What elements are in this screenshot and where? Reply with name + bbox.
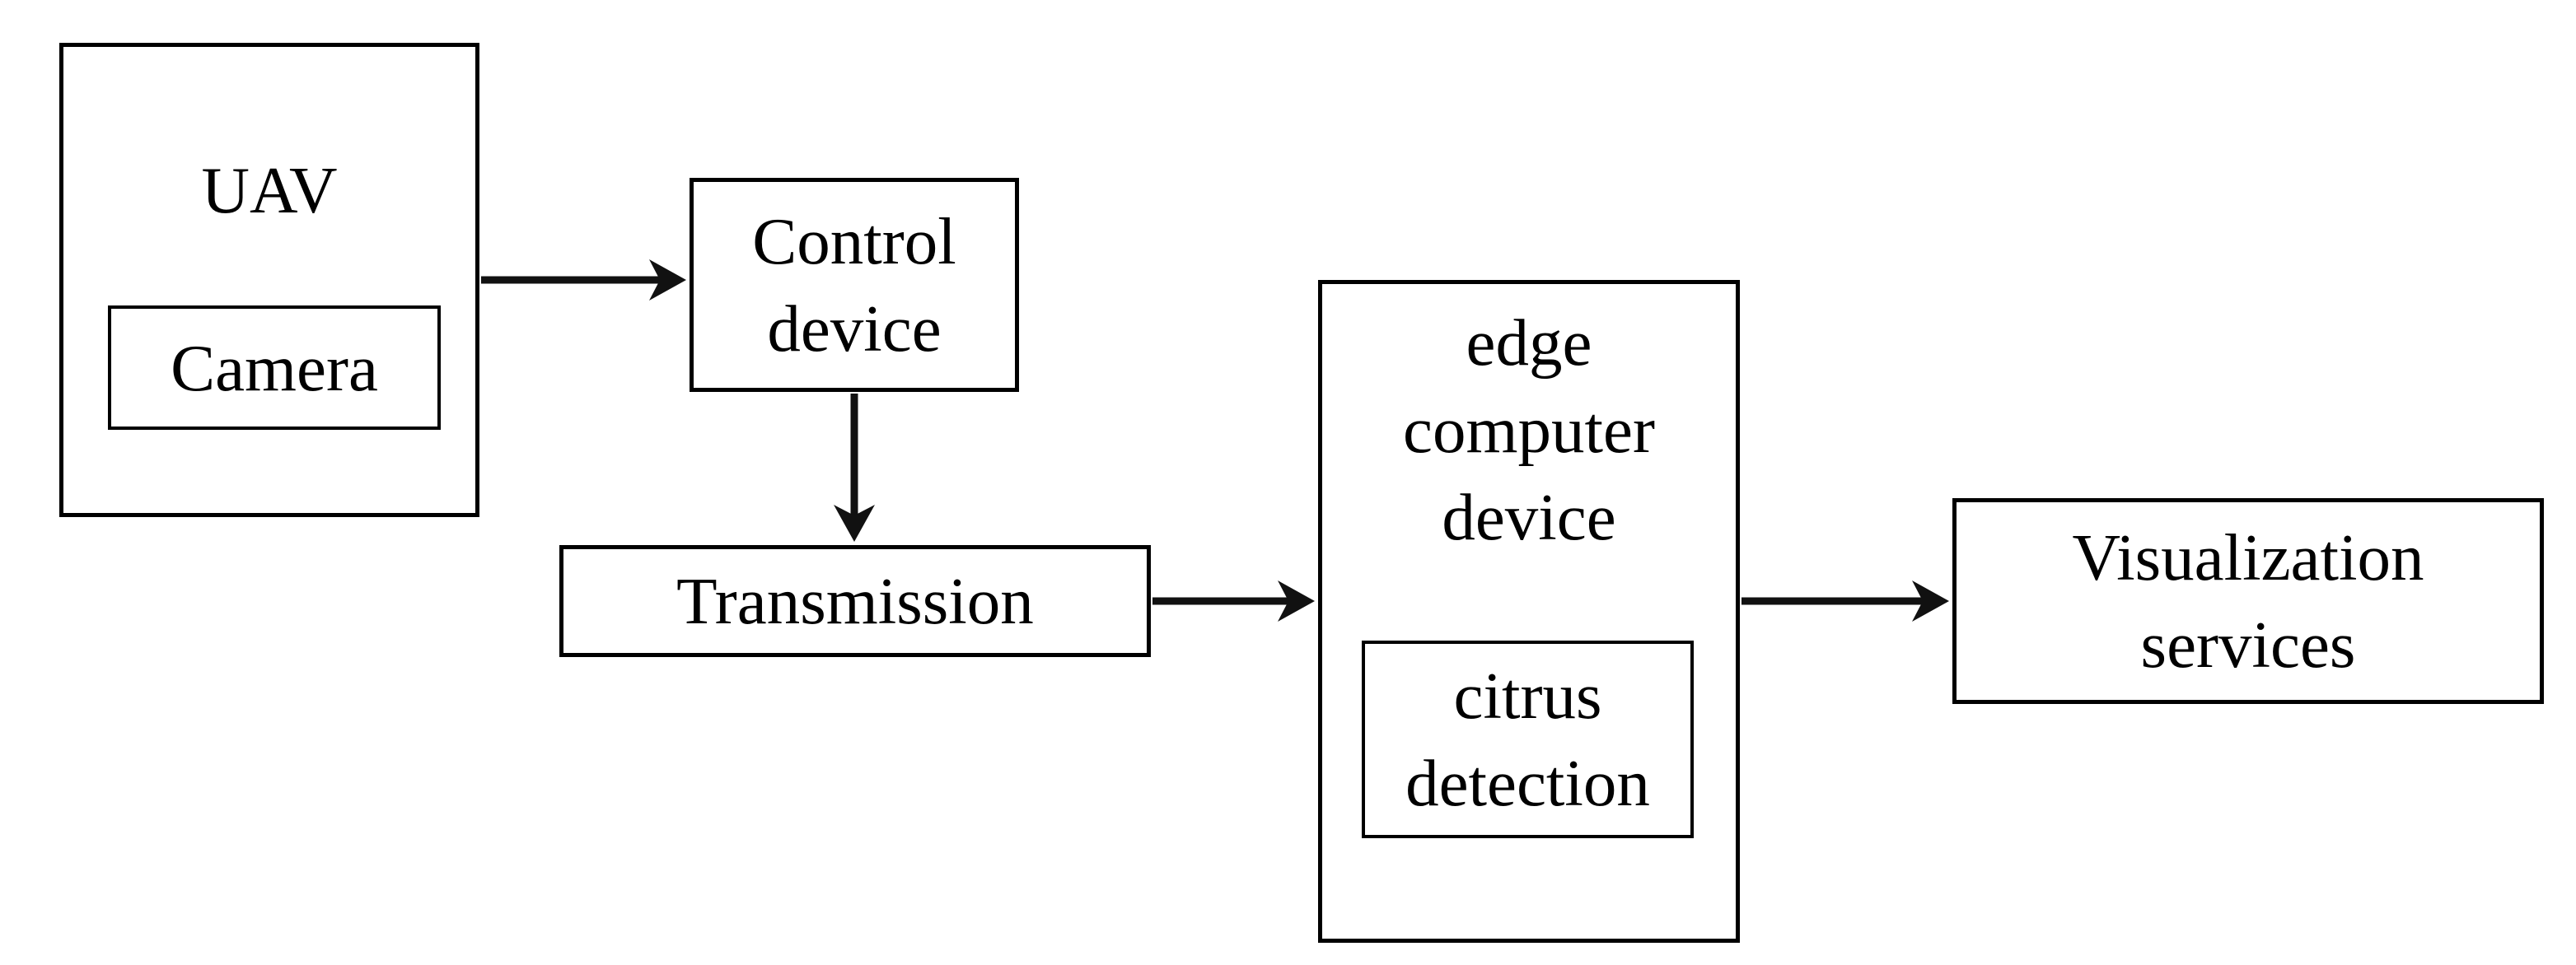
camera-label: Camera (171, 330, 378, 405)
uav-label: UAV (201, 153, 338, 227)
arrow-edge-computer-device-to-visualization-services (1741, 580, 1949, 622)
visualization-services-box: Visualization services (1952, 498, 2544, 704)
visualization-services-label: Visualization services (2072, 520, 2424, 682)
arrow-control-device-to-transmission (834, 394, 875, 542)
edge-computer-device-label: edge computer device (1403, 305, 1655, 554)
transmission-box: Transmission (559, 545, 1151, 657)
camera-box: Camera (108, 305, 441, 430)
uav-box: UAV (59, 43, 479, 517)
citrus-detection-label: citrus detection (1405, 659, 1650, 820)
edge-computer-device-box: edge computer device (1318, 280, 1740, 943)
arrow-transmission-to-edge-computer-device (1152, 580, 1315, 622)
control-device-box: Control device (690, 178, 1019, 392)
arrow-uav-to-control-device (481, 259, 686, 301)
citrus-detection-box: citrus detection (1362, 641, 1694, 838)
transmission-label: Transmission (676, 564, 1034, 638)
control-device-label: Control device (752, 204, 956, 366)
